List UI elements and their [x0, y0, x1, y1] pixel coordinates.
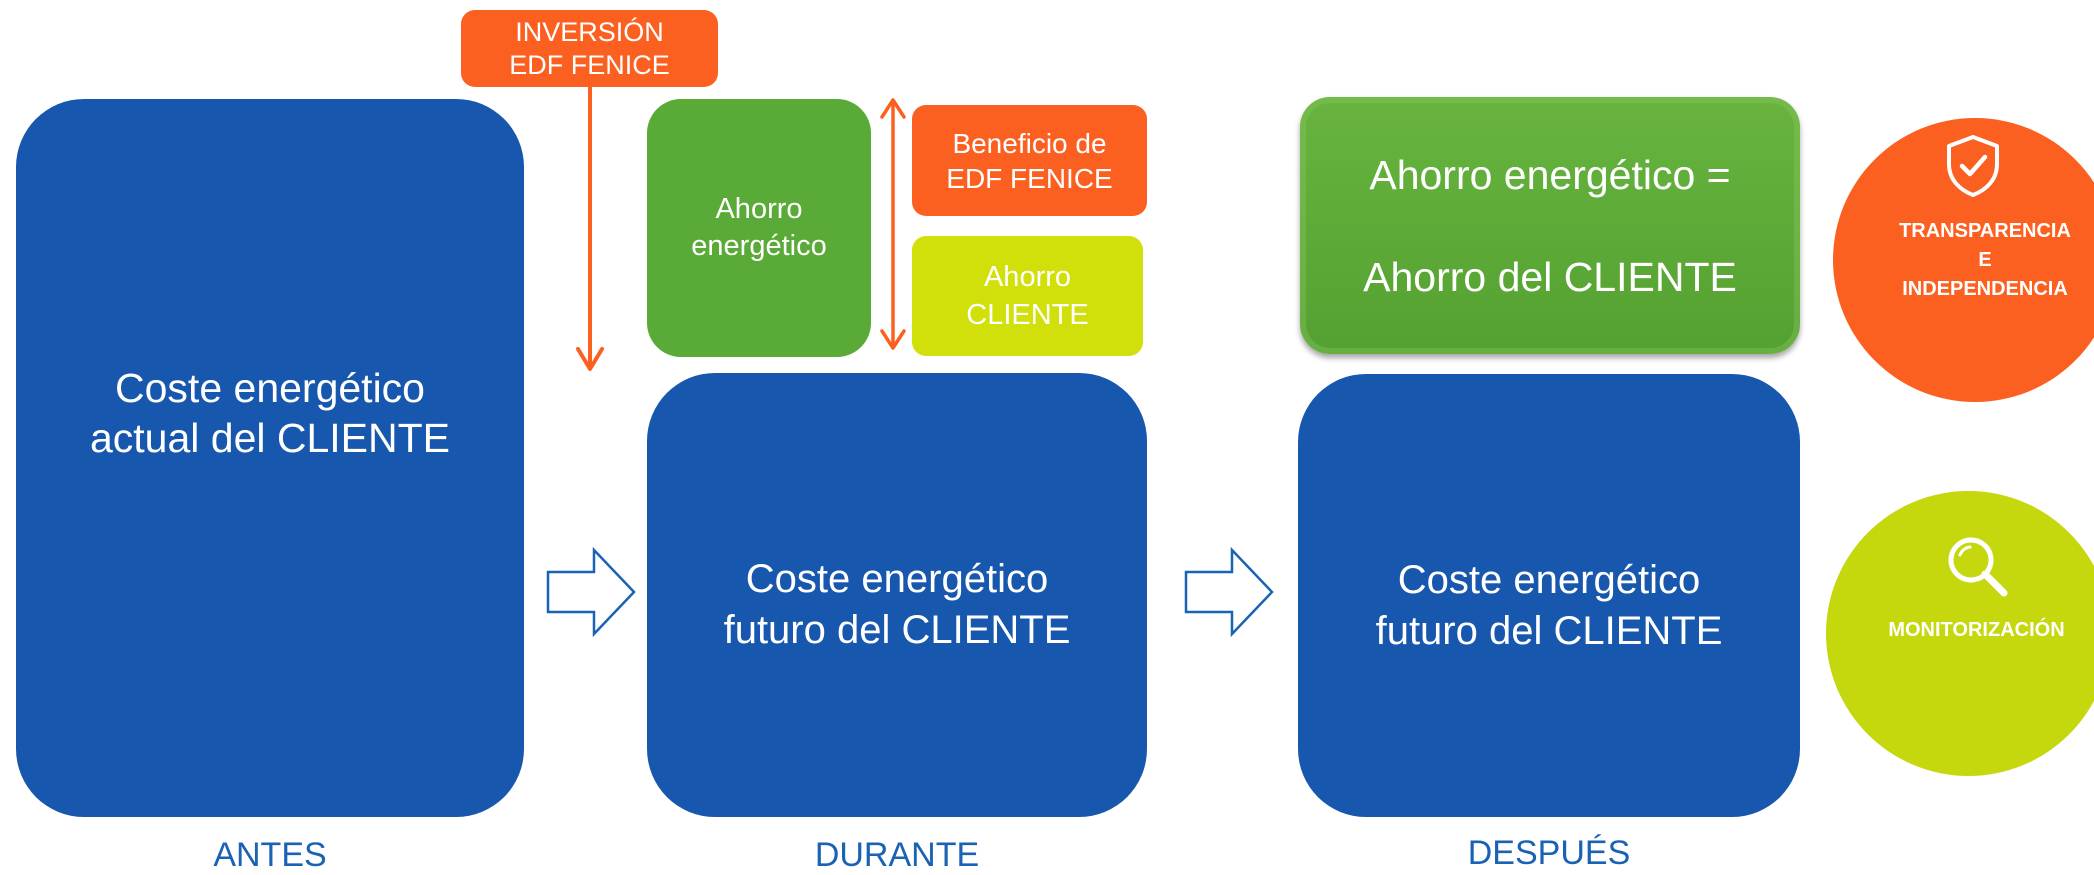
- antes-cost-box: Coste energético actual del CLIENTE: [16, 99, 524, 817]
- transparencia-line-3: INDEPENDENCIA: [1902, 278, 2068, 300]
- phase-despues-label: DESPUÉS: [1467, 834, 1631, 872]
- despues-cost-line-2: futuro del CLIENTE: [1375, 608, 1723, 653]
- phase-antes-label: ANTES: [213, 836, 327, 874]
- inversion-line-2: EDF FENICE: [509, 49, 670, 80]
- inversion-line-1: INVERSIÓN: [515, 16, 664, 47]
- durante-cost-line-1: Coste energético: [745, 557, 1049, 601]
- inversion-label: INVERSIÓN EDF FENICE: [461, 10, 718, 87]
- ahorro-energetico-box: Ahorro energético: [647, 99, 871, 357]
- savings-split-double-arrow: [880, 98, 906, 350]
- magnifier-icon: [1948, 537, 2008, 597]
- monitorizacion-label: MONITORIZACIÓN: [1888, 619, 2065, 641]
- antes-cost-line-2: actual del CLIENTE: [89, 415, 451, 461]
- despues-ahorro-box: Ahorro energético = Ahorro del CLIENTE: [1300, 97, 1800, 354]
- phase-durante-label: DURANTE: [814, 836, 980, 874]
- ahorro-cliente-box: Ahorro CLIENTE: [912, 236, 1143, 356]
- transparencia-line-1: TRANSPARENCIA: [1899, 220, 2071, 242]
- ahorro-cliente-line-2: CLIENTE: [966, 299, 1089, 331]
- transparencia-line-2: E: [1978, 249, 1992, 271]
- outline-arrow-right-2: [1184, 546, 1274, 638]
- ahorro-cliente-line-1: Ahorro: [983, 261, 1072, 293]
- ahorro-energetico-line-1: Ahorro: [715, 193, 803, 225]
- despues-ahorro-line-1: Ahorro energético =: [1369, 151, 1731, 198]
- monitorizacion-circle: MONITORIZACIÓN: [1826, 491, 2094, 776]
- transparencia-circle: TRANSPARENCIA E INDEPENDENCIA: [1833, 118, 2094, 402]
- beneficio-edf-box: Beneficio de EDF FENICE: [912, 105, 1147, 216]
- beneficio-line-2: EDF FENICE: [946, 162, 1113, 194]
- ahorro-energetico-line-2: energético: [691, 230, 827, 262]
- durante-cost-box: Coste energético futuro del CLIENTE: [647, 373, 1147, 817]
- outline-arrow-right-1: [546, 546, 636, 638]
- durante-cost-line-2: futuro del CLIENTE: [723, 608, 1071, 652]
- despues-cost-box: Coste energético futuro del CLIENTE: [1298, 374, 1800, 817]
- antes-cost-line-1: Coste energético: [115, 365, 425, 411]
- investment-down-arrow: [576, 87, 604, 371]
- beneficio-line-1: Beneficio de: [952, 127, 1107, 159]
- despues-ahorro-line-2: Ahorro del CLIENTE: [1363, 253, 1737, 300]
- shield-check-icon: [1947, 135, 1999, 197]
- despues-cost-line-1: Coste energético: [1397, 557, 1701, 602]
